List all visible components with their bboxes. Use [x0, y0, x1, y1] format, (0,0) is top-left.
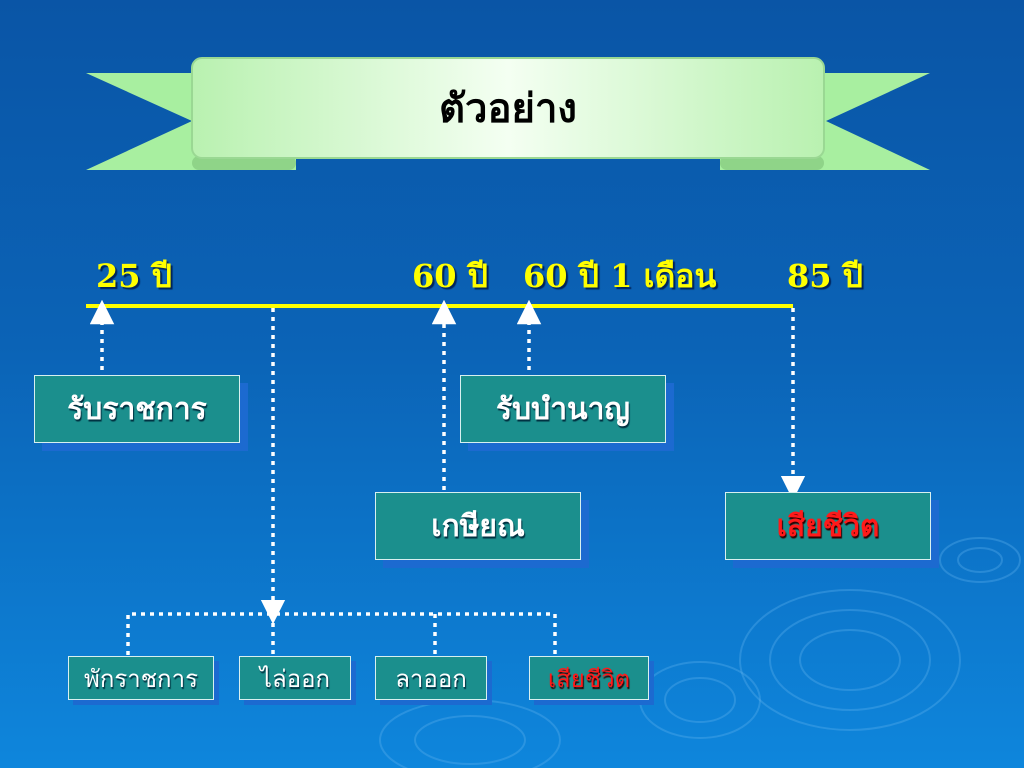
event-pension: รับบำนาญ [460, 375, 666, 443]
exit-resigned: ลาออก [375, 656, 487, 700]
exit-death: เสียชีวิต [529, 656, 649, 700]
banner-title: ตัวอย่าง [439, 85, 577, 132]
banner-center [191, 57, 825, 159]
exit-suspended: พักราชการ [68, 656, 214, 700]
tick-label-60: 60 ปี [412, 257, 488, 295]
exit-fired: ไล่ออก [239, 656, 351, 700]
tick-label-85: 85 ปี [787, 257, 863, 295]
tick-label-25: 25 ปี [96, 257, 172, 295]
event-enter-service: รับราชการ [34, 375, 240, 443]
tick-label-60-1: 60 ปี 1 เดือน [523, 257, 717, 295]
event-death: เสียชีวิต [725, 492, 931, 560]
title-banner [86, 57, 930, 170]
exit-branch-line [126, 612, 557, 655]
event-retire: เกษียณ [375, 492, 581, 560]
